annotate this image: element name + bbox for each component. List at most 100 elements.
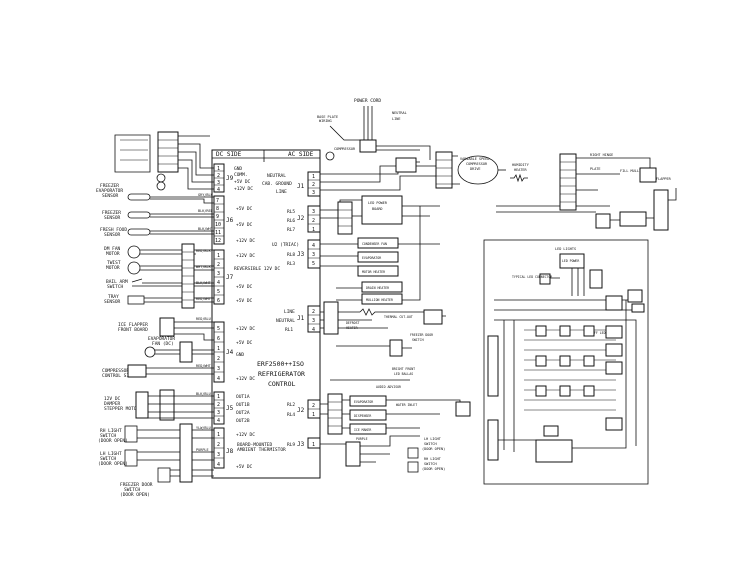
freezer-led: FREEZER DOOR SWITCH	[336, 333, 433, 357]
j8-pin-2: 2	[217, 442, 220, 448]
j4-pin-5: 5	[217, 326, 220, 332]
audio-label: AUDIO ADVISOR	[376, 385, 401, 389]
j6-pin-9: 9	[216, 214, 219, 220]
rh-ac-label-1: RH LIGHT	[424, 457, 442, 461]
j2b-rl4-label: RL4	[287, 412, 295, 418]
lh-light-switch: LH LIGHT SWITCH (DOOR OPEN)	[98, 449, 214, 467]
svg-text:PURPLE: PURPLE	[196, 448, 209, 452]
j9-pin-4: 4	[217, 187, 220, 193]
j4-label: J4	[226, 349, 234, 356]
j5-pin-2-label: OUT1B	[236, 402, 250, 408]
j8-pin-3: 3	[217, 452, 220, 458]
j7-pin-4-label: +5V DC	[236, 284, 253, 290]
fresh-food-sensor-label-2: SENSOR	[104, 232, 121, 238]
j9-pin-4-label: +12V DC	[234, 186, 253, 192]
fresh-food-sensor-label-1: FRESH FOOD	[100, 227, 127, 233]
svg-text:GRY/BLK: GRY/BLK	[198, 193, 214, 197]
evaporator-fan-dc: EVAPORATOR FAN (DC)	[144, 336, 214, 363]
j1b-line-label: LINE	[284, 309, 295, 315]
j5-pin-1: 1	[217, 394, 220, 400]
j2-rl5-label: RL5	[287, 209, 295, 215]
power-cord-label: POWER CORD	[354, 98, 381, 104]
water-valves: EVAPORATOR DISPENSER ICE MAKER WATER INL…	[320, 393, 471, 435]
j7-pin-6-label: +5V DC	[236, 298, 253, 304]
j7-pin-1: 1	[217, 253, 220, 259]
humidity-heater-label-2: HEATER	[514, 168, 528, 172]
j4-pin-3: 3	[217, 366, 220, 372]
led-panel-outline	[483, 239, 649, 485]
j5-label: J5	[226, 405, 234, 412]
purple-label: PURPLE	[356, 437, 368, 441]
freezer-sensor-label-1: FREEZER	[102, 210, 121, 216]
j7-label: J7	[226, 274, 234, 281]
compressor-control-signal: COMPRESSOR CONTROL SIGNAL	[102, 364, 214, 379]
comp-signal-label-2: CONTROL SIGNAL	[102, 373, 140, 379]
j5-pin-1-label: OUT1A	[236, 394, 250, 400]
ice-flapper-label-2: FRONT BOARD	[118, 327, 148, 333]
ice-flapper-label-1: ICE FLAPPER	[118, 322, 148, 328]
j6-pin-7: 7	[216, 198, 219, 204]
ff-leds-label: FF LEDS	[594, 331, 608, 335]
j6-label: J6	[226, 217, 234, 224]
j4-pin-2-label: GND	[236, 352, 244, 358]
dispenser-label: DISPENSER	[354, 414, 371, 418]
fz-switch-label-2: SWITCH	[124, 487, 141, 493]
j2-rl6-label: RL6	[287, 218, 295, 224]
bail-arm-label-2: SWITCH	[107, 284, 124, 290]
defrost-heater-label-2: HEATER	[346, 326, 358, 330]
neutral-wire-label: NEUTRAL	[392, 111, 407, 115]
j9-pin-3-label: +5V DC	[234, 179, 251, 185]
base-plate-label-2: WIRING	[319, 119, 332, 123]
lh-ac-label-2: SWITCH	[424, 442, 437, 446]
bail-arm-switch: BAIL ARM SWITCH	[106, 278, 214, 290]
j3-pin-4: 4	[312, 243, 315, 249]
j4-pin-1-label: +5V DC	[236, 340, 253, 346]
j2b-rl2-label: RL2	[287, 402, 295, 408]
j7-pin-2-label: REVERSIBLE 12V DC	[234, 266, 280, 272]
vs-comp-label-2: COMPRESSOR	[466, 162, 488, 166]
wire-annotations-left: GRY/BLK BLK/RED BLK/WHT RED/BLK WHT/BLK …	[196, 193, 214, 452]
j9-label: J9	[226, 175, 234, 182]
j7-pin-3: 3	[217, 271, 220, 277]
damper-label-2: DAMPER	[104, 401, 121, 407]
led-supply-label: LED POWER	[562, 259, 579, 263]
twist-motor: TWIST MOTOR	[106, 260, 214, 275]
led-panel: LED LIGHTS LED POWER TYPICAL LED CONNECT…	[483, 239, 649, 485]
j2b-label: J2	[297, 407, 305, 414]
evap-fan-ac-label: EVAPORATOR	[354, 400, 373, 404]
board-note-line-1: BOARD-MOUNTED	[237, 442, 273, 448]
j1-pin-1: 1	[312, 174, 315, 180]
j2-rl7-label: RL7	[287, 227, 295, 233]
j1b-pin-2: 2	[312, 309, 315, 315]
j9-pin-2-label: COMM.	[234, 172, 248, 178]
control-board: DC SIDE AC SIDE ERF2500++ISO REFRIGERATO…	[211, 149, 321, 479]
freezer-drain-heater: DRAIN HEATER	[336, 281, 403, 293]
j5-pin-3: 3	[217, 410, 220, 416]
evaporator-heater: EVAPORATOR	[320, 251, 399, 263]
damper-stepper-motor: 12V DC DAMPER STEPPER MOTOR	[104, 389, 214, 421]
humidity-heater-label-1: HUMIDITY	[512, 163, 530, 167]
left-components: FREEZER EVAPORATOR SENSOR FREEZER SENSOR…	[96, 131, 214, 498]
j4-pin-6: 6	[217, 336, 220, 342]
j7-pin-5: 5	[217, 289, 220, 295]
fz-light-label-1: FREEZER DOOR	[410, 333, 433, 337]
svg-text:BLK/RED: BLK/RED	[198, 209, 213, 213]
line-wire-label: LINE	[392, 117, 400, 121]
power-cord: POWER CORD BASE PLATE WIRING NEUTRAL LIN…	[317, 98, 407, 153]
evap-heater-label: EVAPORATOR	[362, 256, 381, 260]
comp-signal-label-1: COMPRESSOR	[102, 368, 129, 374]
j3-triac-label: U2 (TRIAC)	[272, 242, 299, 248]
ice-motor-label: MOTOR HEATER	[362, 270, 385, 274]
fz-light-label-2: SWITCH	[412, 338, 424, 342]
j3b-pin-1: 1	[312, 442, 315, 448]
freezer-evaporator-sensor: FREEZER EVAPORATOR SENSOR	[96, 183, 214, 204]
control-name-line-1: ERF2500++ISO	[257, 360, 304, 368]
rh-ac-label-2: SWITCH	[424, 462, 437, 466]
ac-connector-j2b: J2 2 1 RL2 RL4	[287, 399, 321, 419]
j5-pin-2: 2	[217, 402, 220, 408]
j5-pin-3-label: OUT2A	[236, 410, 250, 416]
ac-connector-j2: J2 3 2 1 RL5 RL6 RL7	[287, 205, 321, 233]
lh-switch-label-3: (DOOR OPEN)	[98, 461, 128, 467]
j2-pin-2: 2	[312, 218, 315, 224]
freezer-evap-sensor-label-2: EVAPORATOR	[96, 188, 123, 194]
